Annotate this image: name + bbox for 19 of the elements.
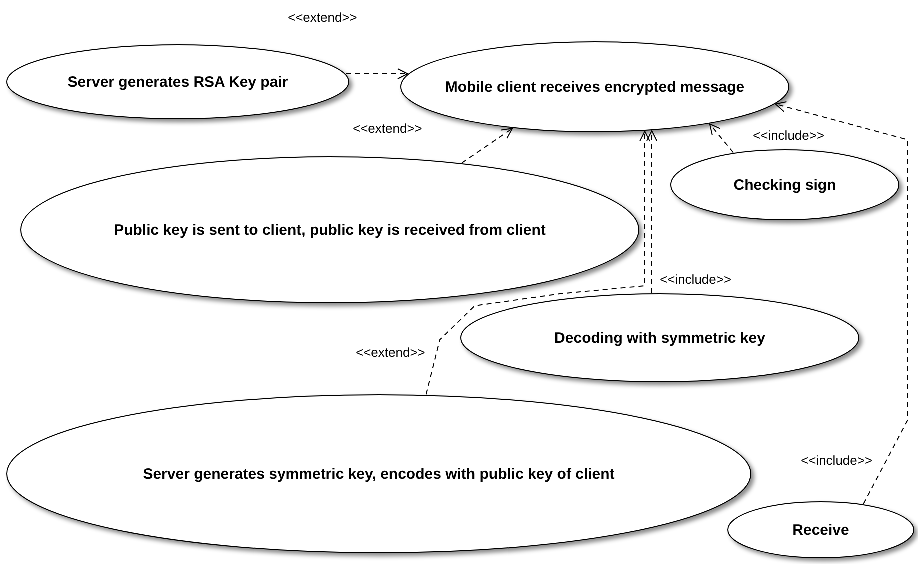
dashed-arrow xyxy=(346,68,408,80)
edge-label: <<include>> xyxy=(800,453,874,468)
use-case-label: Mobile client receives encrypted message xyxy=(445,78,745,96)
use-case-label: Server generates RSA Key pair xyxy=(68,74,288,90)
use-case-label: Receive xyxy=(792,522,850,538)
edge-label: <<extend>> xyxy=(287,10,358,25)
use-case-label: Public key is sent to client, public key is received from client xyxy=(114,222,546,238)
dashed-arrow xyxy=(426,130,650,396)
use-case-label: Server generates symmetric key, encodes with public key of client xyxy=(143,466,615,482)
use-case-label: Decoding with symmetric key xyxy=(554,330,766,346)
dashed-arrow xyxy=(709,124,734,154)
edge-label: <<include>> xyxy=(752,128,826,143)
edge-label: <<extend>> xyxy=(352,121,424,136)
dashed-arrow xyxy=(462,128,514,164)
dashed-arrow xyxy=(775,102,908,505)
dashed-arrow xyxy=(646,130,658,294)
edge-label: <<include>> xyxy=(659,272,733,287)
edge-label: <<extend>> xyxy=(355,345,426,360)
use-case-label: Checking sign xyxy=(734,176,836,194)
